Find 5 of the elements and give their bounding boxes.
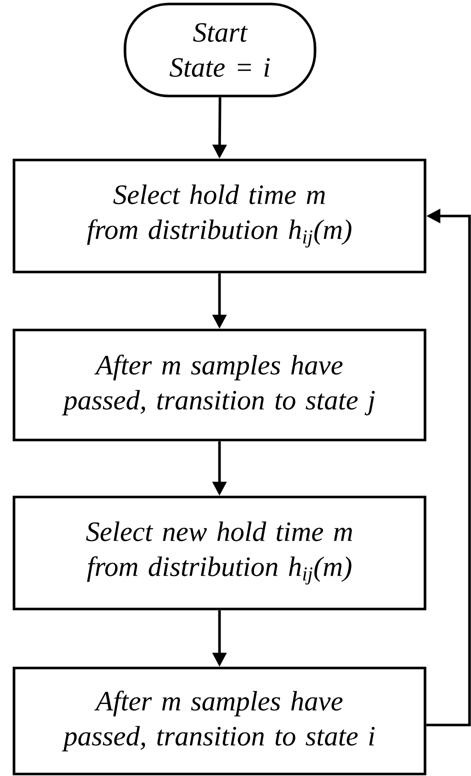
process-box: Select hold time m from distribution h$_{ij}$(m) (12, 158, 426, 274)
process-box: After m samples have passed, transition to state j (12, 328, 426, 442)
process-box: Select new hold time m from distribution h$_{ij}$(m) (12, 496, 426, 610)
start-terminal: Start State = i (124, 2, 316, 98)
process-box: After m samples have passed, transition to state i (12, 666, 426, 776)
